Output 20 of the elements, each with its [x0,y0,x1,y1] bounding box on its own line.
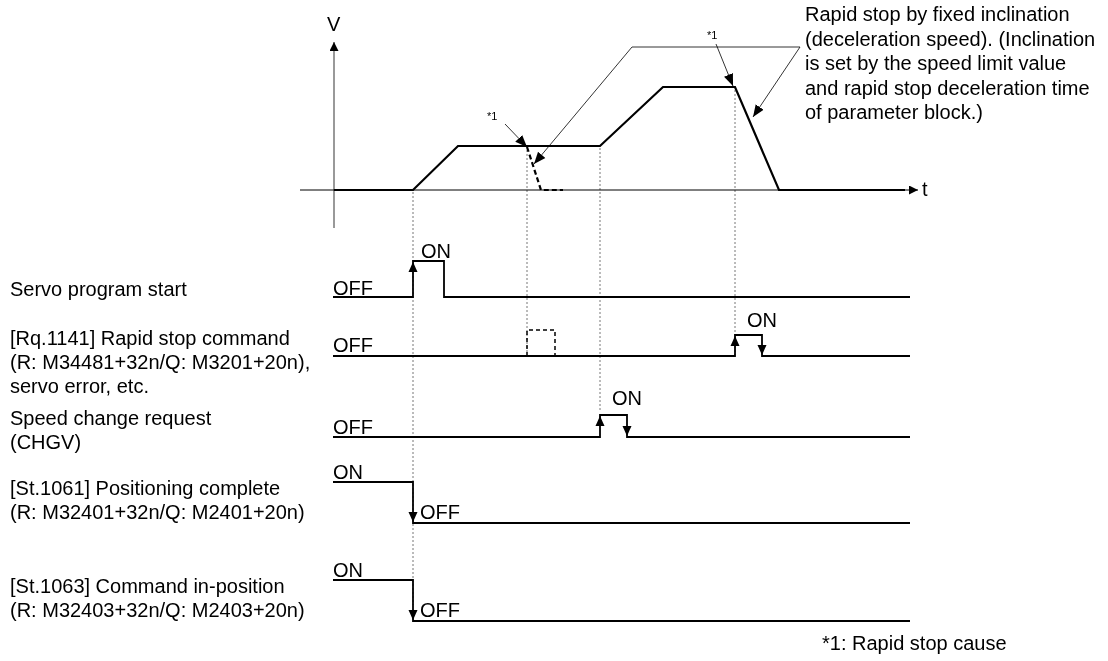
signal-name: Speed change request (CHGV) [10,406,213,454]
axis-label: V [327,12,341,36]
axis-label: t [922,177,928,201]
signal-name: Servo program start [10,277,187,301]
footnote: *1: Rapid stop cause [822,631,1007,655]
state-label: OFF [420,500,460,524]
annotation-text: Rapid stop by fixed inclination (deceleration speed). (Inclination is set by the speed limit value and rapid stop deceleration time of parameter block.) [805,2,1097,125]
state-label: OFF [420,598,460,622]
state-label: ON [421,239,451,263]
state-label: ON [333,558,363,582]
callout-mark: *1 [707,29,718,41]
state-label: OFF [333,415,373,439]
state-label: ON [747,308,777,332]
state-label: OFF [333,333,373,357]
state-label: OFF [333,276,373,300]
signal-name: [St.1061] Positioning complete (R: M32401+32n/Q: M2401+20n) [10,476,306,524]
state-label: ON [333,460,363,484]
state-label: ON [612,386,642,410]
signal-name: [Rq.1141] Rapid stop command (R: M34481+32n/Q: M3201+20n), servo error, etc. [10,326,312,398]
signal-name: [St.1063] Command in-position (R: M32403+32n/Q: M2403+20n) [10,574,306,622]
